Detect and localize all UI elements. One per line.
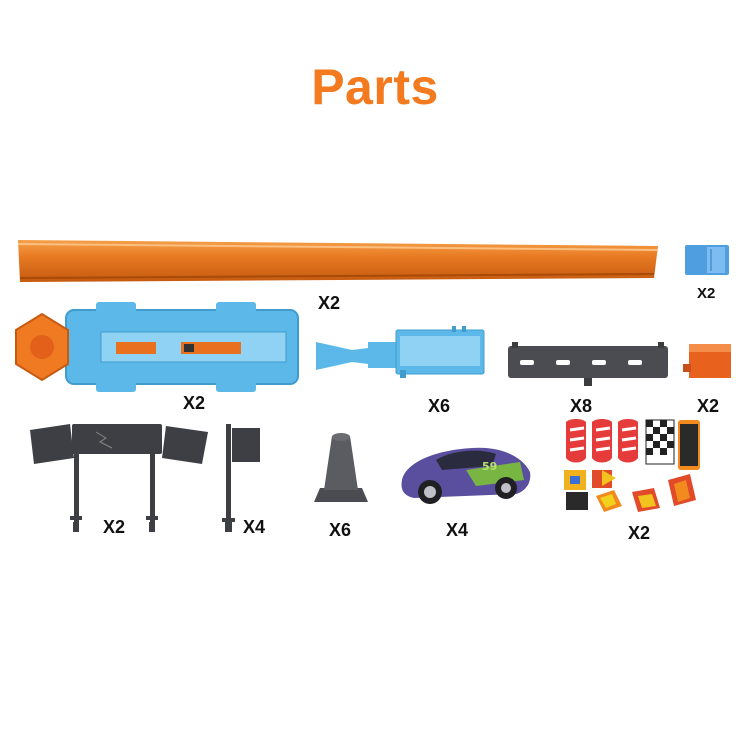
qty-label: X2 [103, 517, 126, 537]
qty-label: X4 [243, 517, 266, 537]
svg-text:59: 59 [482, 460, 497, 473]
qty-label: X2 [628, 523, 651, 543]
qty-label: X4 [446, 520, 469, 540]
ramp-track-piece-image [312, 324, 492, 384]
qty-label: X8 [570, 396, 593, 416]
qty-label: X2 [183, 393, 206, 413]
qty-label: X2 [318, 293, 341, 313]
single-flag-post-image [216, 424, 266, 534]
launcher-base-image [6, 302, 306, 392]
qty-label: X6 [428, 396, 451, 416]
flag-gate-image [26, 418, 216, 533]
straight-orange-track-image [18, 238, 658, 286]
blue-track-connector-image [683, 243, 731, 277]
qty-label: X2 [697, 285, 716, 302]
sticker-sheet-image [556, 416, 706, 516]
qty-label: X2 [697, 396, 720, 416]
qty-label: X6 [329, 520, 352, 540]
page-title: Parts [311, 59, 439, 115]
die-cast-car-image: 59 [396, 440, 536, 512]
orange-track-connector-image [683, 342, 733, 382]
gray-road-track-image [508, 342, 668, 388]
traffic-cone-image [310, 432, 372, 506]
